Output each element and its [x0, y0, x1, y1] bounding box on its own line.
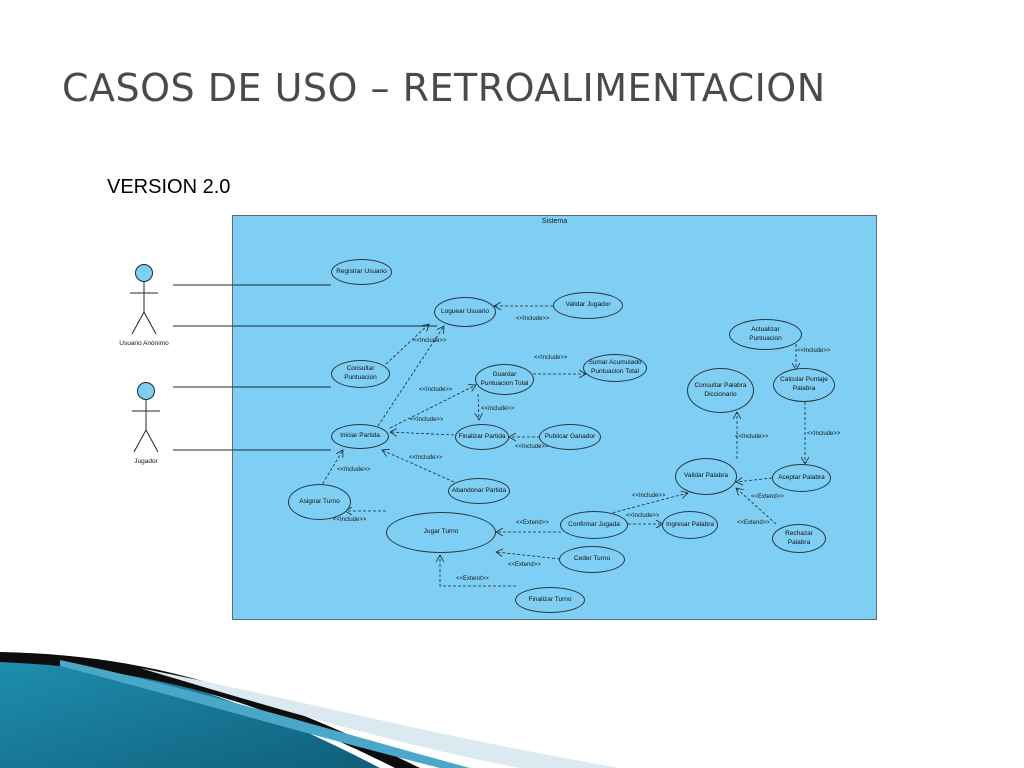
- use-case-guardar-puntuacion-total: Guardar Puntuacion Total: [475, 364, 534, 395]
- use-case-rechazar-palabra: Rechazar Palabra: [772, 524, 826, 553]
- actor-name: Usuario Anónimo: [119, 340, 169, 347]
- stereotype-label: <<Include>>: [481, 406, 515, 412]
- stereotype-label: <<Extend>>: [508, 562, 541, 568]
- stick-figure-icon: [130, 264, 158, 335]
- stereotype-label: <<Include>>: [413, 338, 447, 344]
- version-label: VERSION 2.0: [107, 176, 231, 198]
- use-case-finalizar-partida: Finalizar Partida: [455, 424, 509, 450]
- stereotype-label: <<Include>>: [516, 316, 550, 322]
- use-case-consultar-puntuacion: Consultar Puntuacion: [331, 360, 390, 388]
- system-boundary: Sistema: [232, 215, 877, 620]
- use-case-abandonar-partida: Abandonar Partida: [448, 478, 510, 504]
- stereotype-label: <<Include>>: [515, 444, 549, 450]
- stereotype-label: <<Extend>>: [751, 494, 784, 500]
- dep-finalizar-jugar: [440, 555, 516, 587]
- stereotype-label: <<Extend>>: [737, 520, 770, 526]
- system-label: Sistema: [541, 218, 568, 225]
- dep-aceptar-validar: [736, 478, 773, 482]
- stereotype-label: <<Include>>: [333, 517, 367, 523]
- use-case-consultar-palabra-diccionario: Consultar Palabra Diccionario: [687, 368, 754, 413]
- stereotype-label: <<Extend>>: [456, 576, 489, 582]
- dep-finalizar-iniciar: [390, 432, 455, 435]
- slide-title: CASOS DE USO – RETROALIMENTACION: [62, 66, 826, 110]
- use-case-ingresar-palabra: Ingresar Palabra: [662, 511, 718, 539]
- stereotype-label: <<Include>>: [410, 417, 444, 423]
- use-case-iniciar-partida: Iniciar Partida: [331, 424, 389, 449]
- dep-guardar-finalizar: [478, 393, 479, 420]
- use-case-validar-jugador: Validar Jugador: [553, 292, 623, 319]
- stereotype-label: <<Include>>: [409, 455, 443, 461]
- actor-usuario-anonimo: Usuario Anónimo: [114, 262, 174, 352]
- use-case-calcular-puntaje-palabra: Calcular Puntaje Palabra: [773, 368, 835, 402]
- use-case-registrar-usuario: Registrar Usuario: [331, 259, 392, 285]
- dep-rechazar-validar: [736, 488, 777, 525]
- use-case-finalizar-turno: Finalizar Turno: [515, 587, 585, 613]
- use-case-actualizar-puntuacion: Actualizar Puntuacion: [729, 319, 802, 350]
- dep-abandonar-iniciar: [382, 450, 455, 483]
- dep-iniciar-guardar: [389, 385, 476, 429]
- use-case-aceptar-palabra: Aceptar Palabra: [772, 464, 831, 492]
- dep-confirmar-validar: [607, 493, 688, 515]
- stereotype-label: <<Include>>: [797, 348, 831, 354]
- use-case-loguear-usuario: Loguear Usuario: [434, 297, 496, 327]
- actor-jugador: Jugador: [116, 380, 176, 470]
- stereotype-label: <<Include>>: [807, 431, 841, 437]
- use-case-ceder-turno: Ceder Turno: [559, 546, 625, 573]
- stick-figure-icon: [132, 382, 160, 453]
- use-case-validar-palabra: Validar Palabra: [675, 458, 737, 495]
- use-case-confirmar-jugada: Confirmar Jugada: [560, 511, 628, 539]
- stereotype-label: <<Include>>: [419, 387, 453, 393]
- stereotype-label: <<Include>>: [534, 355, 568, 361]
- dep-asignar-iniciar: [319, 450, 343, 489]
- use-case-jugar-turno: Jugar Turno: [386, 512, 496, 553]
- stereotype-label: <<Include>>: [735, 434, 769, 440]
- stereotype-label: <<Include>>: [626, 513, 660, 519]
- use-case-sumar-acumulado: Sumar Acumulado Puntuacion Total: [583, 354, 647, 382]
- use-case-publicar-ganador: Publicar Ganador: [539, 424, 601, 450]
- actor-name: Jugador: [134, 458, 158, 465]
- use-case-asignar-turno: Asignar Turno: [288, 484, 351, 520]
- stereotype-label: <<Extend>>: [516, 520, 549, 526]
- dep-ceder-jugar: [496, 552, 561, 560]
- stereotype-label: <<Include>>: [337, 467, 371, 473]
- stereotype-label: <<Include>>: [632, 493, 666, 499]
